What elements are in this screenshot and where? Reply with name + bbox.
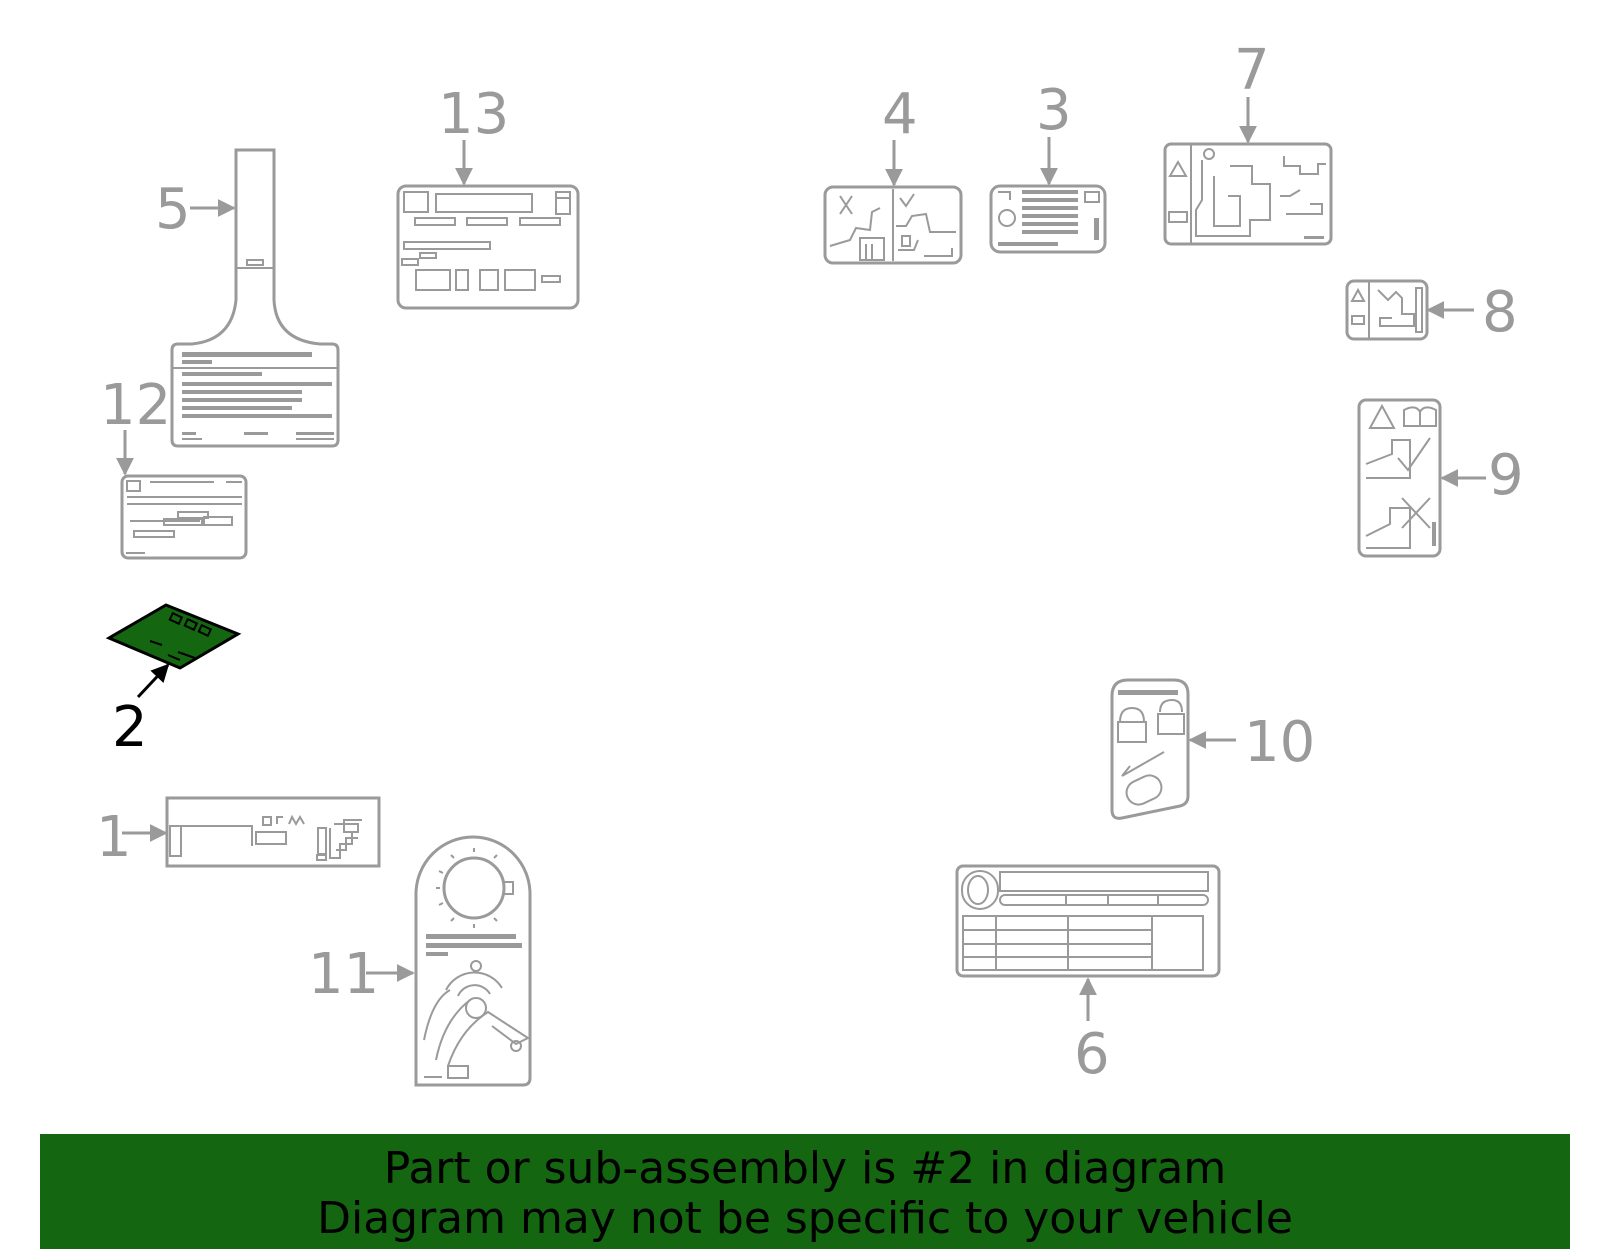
callout-11: 11 <box>308 942 415 1007</box>
callout-9: 9 <box>1440 443 1524 508</box>
info-banner: Part or sub-assembly is #2 in diagram Di… <box>40 1134 1570 1249</box>
callout-7: 7 <box>1234 38 1270 144</box>
svg-text:2: 2 <box>112 695 148 760</box>
svg-text:7: 7 <box>1234 38 1270 103</box>
part-1-label[interactable] <box>165 796 381 868</box>
callout-5: 5 <box>155 177 236 242</box>
part-2-label-highlighted[interactable] <box>105 603 242 670</box>
svg-text:12: 12 <box>100 373 171 438</box>
svg-text:4: 4 <box>882 82 918 147</box>
banner-line-2: Diagram may not be specific to your vehi… <box>317 1193 1293 1244</box>
part-3-label[interactable] <box>989 184 1107 254</box>
callout-1: 1 <box>96 805 168 870</box>
part-7-label[interactable] <box>1163 142 1333 246</box>
banner-line-1: Part or sub-assembly is #2 in diagram <box>383 1143 1227 1194</box>
part-13-label[interactable] <box>396 184 580 310</box>
part-5-label[interactable] <box>170 148 340 448</box>
svg-text:1: 1 <box>96 805 132 870</box>
callout-10: 10 <box>1188 710 1315 775</box>
callout-2: 2 <box>112 663 170 760</box>
callout-12: 12 <box>100 373 171 476</box>
svg-text:9: 9 <box>1488 443 1524 508</box>
callout-4: 4 <box>882 82 918 187</box>
part-10-label[interactable] <box>1110 678 1190 820</box>
svg-text:3: 3 <box>1036 78 1072 143</box>
part-4-label[interactable] <box>823 185 963 265</box>
part-6-label[interactable] <box>955 864 1221 978</box>
callout-8: 8 <box>1426 280 1518 345</box>
part-11-label[interactable] <box>414 835 532 1087</box>
svg-text:13: 13 <box>438 82 509 147</box>
part-12-label[interactable] <box>120 474 248 560</box>
svg-text:8: 8 <box>1482 280 1518 345</box>
callout-13: 13 <box>438 82 509 186</box>
callout-3: 3 <box>1036 78 1072 186</box>
svg-text:5: 5 <box>155 177 191 242</box>
svg-text:10: 10 <box>1244 710 1315 775</box>
part-9-label[interactable] <box>1357 398 1442 558</box>
callout-6: 6 <box>1074 977 1110 1087</box>
part-8-label[interactable] <box>1345 279 1429 341</box>
svg-text:6: 6 <box>1074 1022 1110 1087</box>
